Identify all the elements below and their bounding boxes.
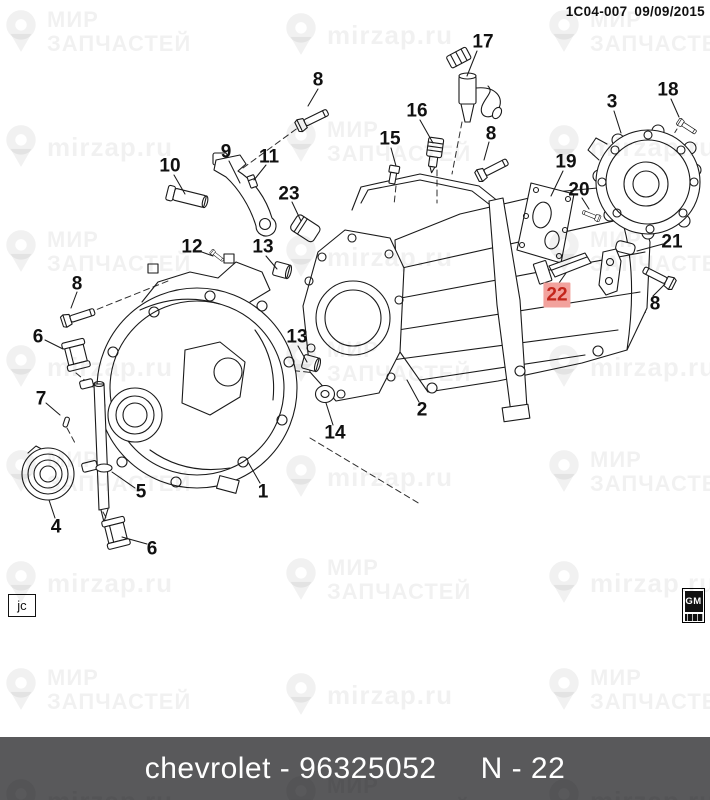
callout-leader-lines [44,50,680,545]
part-clip-6b [101,515,131,550]
gm-logo-text: GM [684,590,703,612]
callout-1: 1 [257,481,269,503]
callout-8-2: 8 [485,123,497,145]
gm-logo: GM [682,588,705,623]
callout-8-1: 8 [312,69,324,91]
callout-12: 12 [181,236,203,258]
part-plug-15 [388,164,401,185]
part-number-banner: chevrolet - 96325052 N - 22 [0,737,710,800]
part-rod-10 [165,184,209,209]
callout-14: 14 [324,422,346,444]
callout-17: 17 [472,31,494,53]
callout-6-2: 6 [146,538,158,560]
part-bushing-13a [272,261,293,280]
part-sensor-16 [426,136,445,174]
part-ring-14 [314,384,336,404]
catalog-header: 1C04-007 09/09/2015 [559,4,705,19]
banner-figure-number: N - 22 [480,751,566,785]
callout-11: 11 [258,146,280,168]
callout-13-1: 13 [252,236,274,258]
part-bearing-4 [21,445,75,501]
callout-19: 19 [555,151,577,173]
callout-3: 3 [606,91,618,113]
callout-7: 7 [35,388,47,410]
part-bracket-21 [598,240,636,296]
callout-2: 2 [416,399,428,421]
callout-23: 23 [278,183,300,205]
callout-13-2: 13 [286,326,308,348]
part-clip-6a [61,337,91,372]
callout-21: 21 [661,231,683,253]
catalog-code: 1C04-007 [565,4,628,19]
callout-4: 4 [50,516,62,538]
part-shaft-5 [79,378,113,523]
part-rear-housing [587,124,702,240]
part-pin-7 [62,416,70,428]
part-bushing-23 [290,214,321,243]
author-initials-stamp: jc [8,594,36,617]
callout-5: 5 [135,481,147,503]
callout-18: 18 [657,79,679,101]
callout-8-4: 8 [649,293,661,315]
callout-8-3: 8 [71,273,83,295]
banner-part-number: chevrolet - 96325052 [144,751,437,785]
callout-6-1: 6 [32,326,44,348]
part-bell-housing [94,253,298,494]
catalog-date: 09/09/2015 [634,4,705,19]
callout-16: 16 [406,100,428,122]
callout-10: 10 [159,155,181,177]
callout-22-highlighted: 22 [543,282,571,308]
callout-9: 9 [220,141,232,163]
part-lever-9 [212,152,277,237]
callout-15: 15 [379,128,401,150]
part-main-case [302,173,651,423]
gm-logo-subtext [684,613,703,621]
callout-20: 20 [568,179,590,201]
